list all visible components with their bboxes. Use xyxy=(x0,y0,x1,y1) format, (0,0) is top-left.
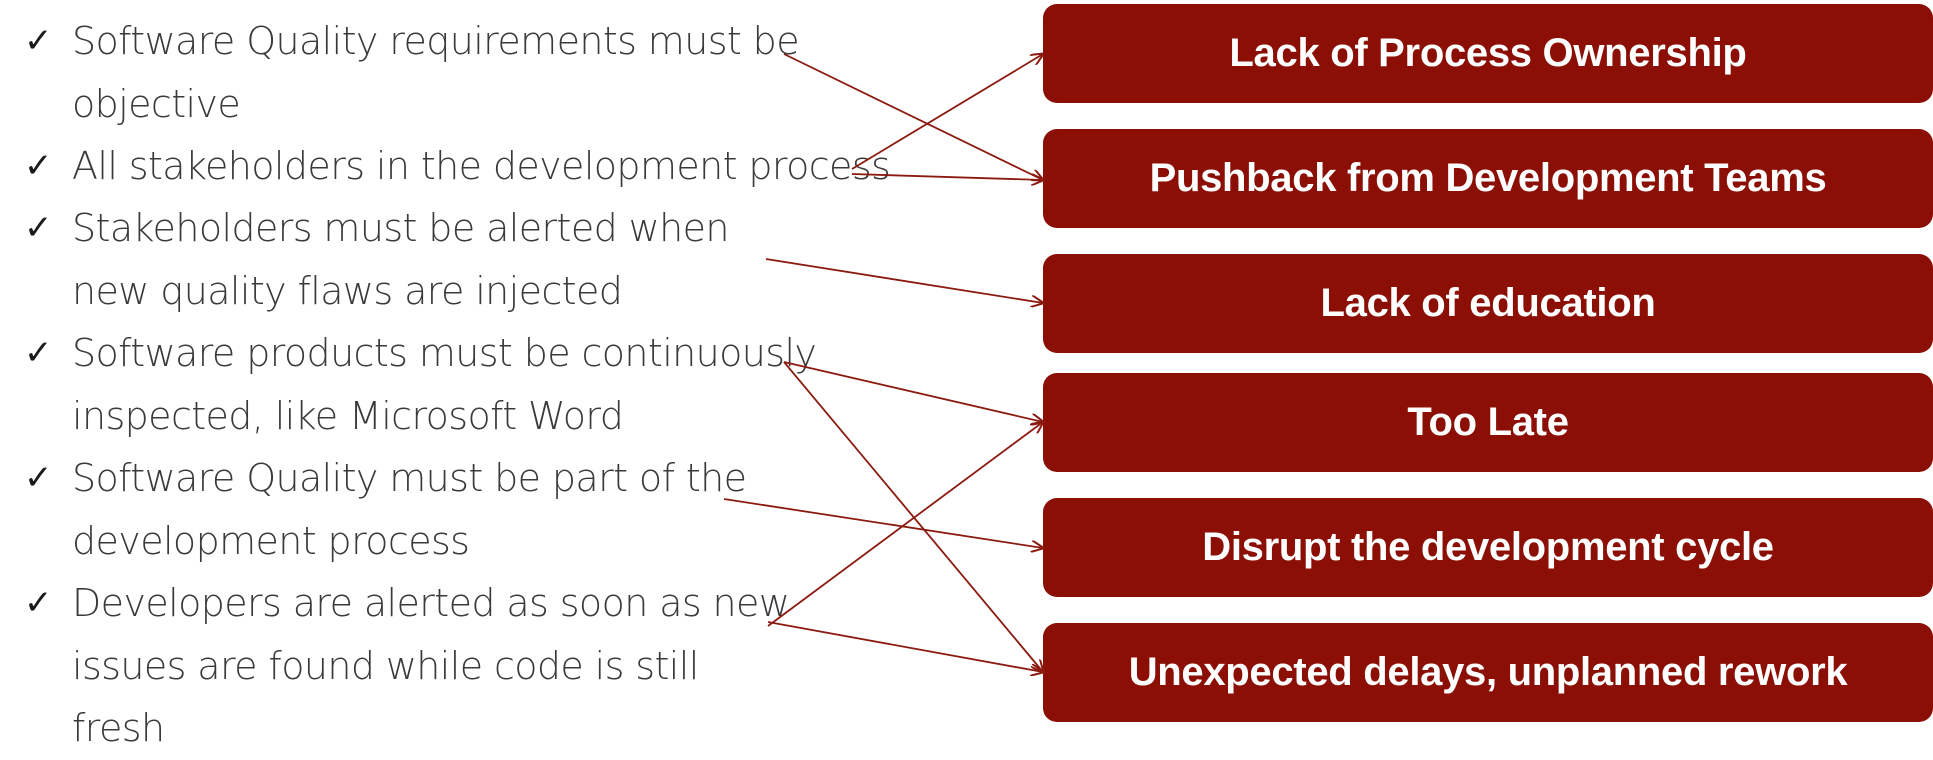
issue-label: Unexpected delays, unplanned rework xyxy=(1128,650,1848,694)
requirement-item: ✓ Stakeholders must be alerted when new … xyxy=(24,197,904,322)
requirement-text: Developers are alerted as soon as new is… xyxy=(72,581,790,750)
checkmark-icon: ✓ xyxy=(24,333,53,373)
issue-label: Disrupt the development cycle xyxy=(1202,525,1774,569)
issue-label: Lack of education xyxy=(1320,281,1656,325)
checkmark-icon: ✓ xyxy=(24,146,53,186)
issue-box-delays-rework: Unexpected delays, unplanned rework xyxy=(1043,623,1933,722)
checkmark-icon: ✓ xyxy=(24,458,53,498)
checkmark-icon: ✓ xyxy=(24,208,53,248)
issue-label: Too Late xyxy=(1407,400,1569,444)
requirements-list: ✓ Software Quality requirements must be … xyxy=(24,10,904,750)
issue-box-education: Lack of education xyxy=(1043,254,1933,353)
requirement-text: Stakeholders must be alerted when new qu… xyxy=(72,206,729,313)
issue-box-process-ownership: Lack of Process Ownership xyxy=(1043,4,1933,103)
requirement-text: Software Quality must be part of the dev… xyxy=(72,456,747,563)
requirement-text: Software Quality requirements must be ob… xyxy=(72,19,800,126)
requirement-item: ✓ All stakeholders in the development pr… xyxy=(24,135,904,197)
requirement-text: All stakeholders in the development proc… xyxy=(72,144,891,188)
requirement-text: Software products must be continuously i… xyxy=(72,331,817,438)
requirement-item: ✓ Software Quality must be part of the d… xyxy=(24,447,904,572)
issue-box-too-late: Too Late xyxy=(1043,373,1933,472)
issue-label: Lack of Process Ownership xyxy=(1229,31,1747,75)
issue-label: Pushback from Development Teams xyxy=(1149,156,1827,200)
requirement-item: ✓ Software products must be continuously… xyxy=(24,322,904,447)
checkmark-icon: ✓ xyxy=(24,21,53,61)
checkmark-icon: ✓ xyxy=(24,583,53,623)
requirement-item: ✓ Developers are alerted as soon as new … xyxy=(24,572,904,750)
requirement-item: ✓ Software Quality requirements must be … xyxy=(24,10,904,135)
issue-box-pushback: Pushback from Development Teams xyxy=(1043,129,1933,228)
issue-box-disrupt-cycle: Disrupt the development cycle xyxy=(1043,498,1933,597)
